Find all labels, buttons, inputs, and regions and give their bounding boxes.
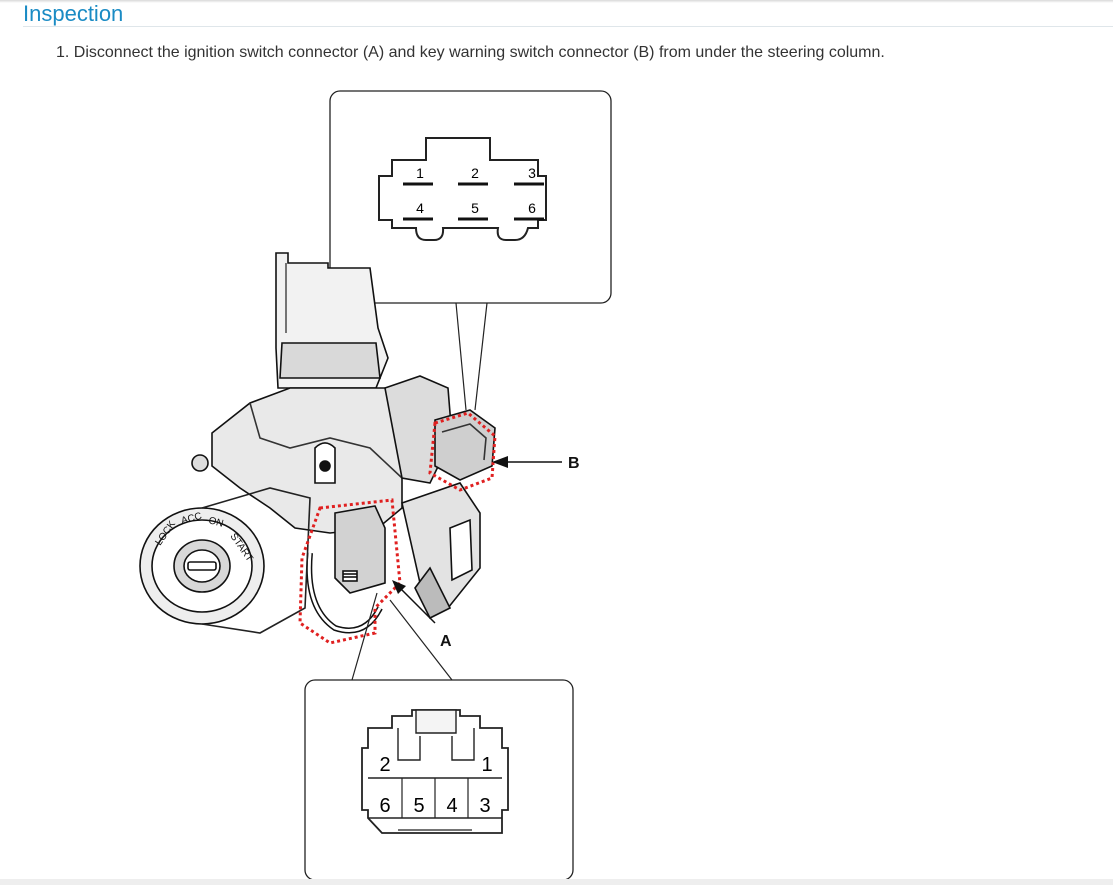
cylinder-label-acc: ACC bbox=[180, 511, 203, 527]
connector-a-callout: 2 1 6 5 4 3 bbox=[304, 592, 574, 881]
ignition-switch-figure: 1 2 3 4 5 6 bbox=[130, 88, 650, 883]
connector-b-pin-6: 6 bbox=[528, 200, 536, 216]
connector-a-pin-3: 3 bbox=[479, 795, 490, 817]
title-divider bbox=[23, 26, 1113, 27]
callout-b-leader: B bbox=[492, 455, 580, 472]
callout-a-leader: A bbox=[392, 580, 452, 650]
ignition-switch-assembly: LOCK ACC ON START bbox=[139, 252, 496, 634]
callout-a-label: A bbox=[440, 633, 452, 650]
connector-b-callout: 1 2 3 4 5 6 bbox=[329, 90, 612, 411]
connector-a-highlight bbox=[298, 498, 402, 645]
connector-b-highlight bbox=[428, 411, 497, 492]
step-1-text: 1. Disconnect the ignition switch connec… bbox=[56, 44, 885, 61]
connector-highlights bbox=[298, 411, 497, 645]
cylinder-label-on: ON bbox=[207, 515, 224, 530]
callout-b-label: B bbox=[568, 455, 580, 472]
connector-b-pin-3: 3 bbox=[528, 165, 536, 181]
connector-b-pin-2: 2 bbox=[471, 165, 479, 181]
bottom-scroll-edge bbox=[0, 879, 1113, 885]
connector-a-pin-5: 5 bbox=[413, 795, 424, 817]
connector-a-pin-2: 2 bbox=[379, 754, 390, 776]
top-edge-shadow bbox=[0, 0, 1113, 3]
connector-a-pin-6: 6 bbox=[379, 795, 390, 817]
connector-b-pin-4: 4 bbox=[416, 200, 424, 216]
section-title: Inspection bbox=[23, 1, 124, 26]
figure-drawing: 1 2 3 4 5 6 bbox=[139, 90, 612, 881]
connector-b-pin-5: 5 bbox=[471, 200, 479, 216]
connector-a-pin-1: 1 bbox=[481, 754, 492, 776]
connector-b-pin-1: 1 bbox=[416, 165, 424, 181]
connector-a-pin-4: 4 bbox=[446, 795, 457, 817]
